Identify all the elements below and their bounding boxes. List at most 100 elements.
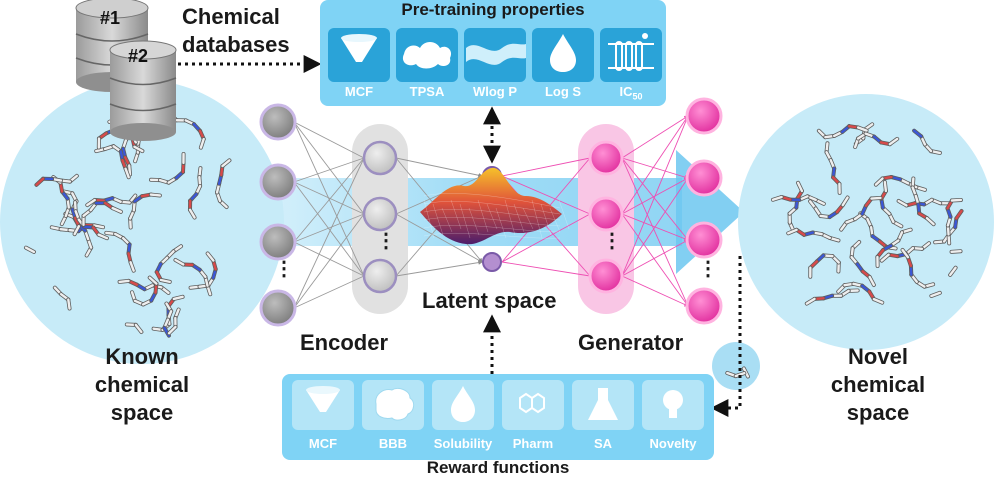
input-node: [259, 223, 297, 261]
wave-icon: [466, 43, 526, 65]
reward-tile-sa: [572, 380, 634, 430]
database-2-label: #2: [128, 46, 149, 66]
molecule-icon: [849, 240, 876, 287]
encoder-latent-edge: [395, 175, 483, 215]
pretraining-title: Pre-training properties: [401, 0, 585, 19]
database-1-label: #1: [100, 8, 121, 28]
brain-icon: [375, 387, 415, 421]
molecule-icon: [853, 131, 900, 149]
molecule-icon: [215, 158, 232, 210]
reward-label-bbb: BBB: [378, 436, 408, 451]
encoder-node: [362, 140, 398, 176]
molecule-icon: [824, 141, 842, 195]
droplet-icon: [550, 34, 576, 72]
output-node: [685, 97, 723, 135]
molecule-icon: [912, 128, 942, 155]
molecule-icon: [879, 241, 932, 263]
pretraining-tile-wlogp: [464, 28, 526, 82]
generator-label: Generator: [578, 330, 684, 355]
flask-icon: [588, 388, 618, 420]
generator-output-edge: [621, 177, 689, 277]
input-node: [259, 289, 297, 327]
molecule-icon: [816, 124, 869, 140]
molecule-icon: [52, 285, 72, 311]
encoder-latent-edge: [395, 213, 483, 263]
molecule-icon: [929, 290, 942, 298]
encoder-latent-edge: [395, 260, 483, 277]
molecule-icon: [945, 197, 963, 246]
known-space-line1: Known: [105, 344, 179, 369]
molecule-icon: [948, 265, 958, 277]
generator-output-edge: [621, 213, 689, 307]
molecule-icon: [879, 180, 904, 229]
molecule-icon: [836, 281, 885, 305]
reward-label-novelty: Novelty: [649, 436, 697, 451]
pretraining-panel: Pre-training properties: [320, 0, 666, 106]
molecule-icon: [130, 275, 159, 307]
molecule-icon: [770, 194, 826, 206]
chemical-databases-label-line2: databases: [182, 32, 290, 57]
molecule-icon: [124, 322, 144, 334]
encoder-edge: [293, 213, 365, 243]
molecule-icon: [173, 258, 213, 297]
output-node: [685, 287, 723, 325]
encoder-edge: [293, 157, 365, 309]
pretraining-label-wlogp: Wlog P: [472, 84, 518, 99]
encoder-node: [362, 258, 398, 294]
generator-output-edge: [621, 275, 689, 307]
latent-space-label: Latent space: [422, 288, 557, 313]
encoder-ellipsis: ⋮: [376, 230, 396, 252]
reward-tile-pharm: [502, 380, 564, 430]
molecule-icon: [128, 192, 162, 230]
generator-output-edge: [621, 115, 689, 277]
known-space-line3: space: [110, 400, 174, 425]
droplet-icon: [451, 386, 475, 422]
reward-tile-novelty: [642, 380, 704, 430]
input-layer-ellipsis: ⋮: [274, 258, 294, 280]
latent-generator-edge: [501, 261, 591, 277]
generator-output-edge: [621, 239, 689, 277]
encoder-edge: [293, 121, 365, 215]
reward-tile-mcf: [292, 380, 354, 430]
latent-generator-edge: [501, 213, 591, 263]
molecule-icon: [167, 307, 181, 336]
novel-space-line1: Novel: [848, 344, 908, 369]
molecule-icon: [23, 245, 36, 254]
encoder-edge: [293, 157, 365, 243]
sampled-molecule-circle: [712, 342, 760, 390]
molecule-icon: [808, 195, 850, 220]
molecule-icon: [910, 176, 936, 227]
reward-label-pharm: Pharm: [512, 436, 554, 451]
molecule-icon: [148, 151, 186, 185]
molecule-icon: [85, 193, 138, 208]
generator-output-edge: [621, 157, 689, 241]
output-node: [685, 221, 723, 259]
pretraining-tile-ic50: [600, 28, 662, 82]
generator-output-edge: [621, 157, 689, 307]
encoder-label: Encoder: [300, 330, 389, 355]
encoder-edge: [293, 121, 365, 277]
encoder-edge: [293, 241, 365, 277]
encoder-edge: [293, 121, 365, 159]
encoder-edge: [293, 181, 365, 277]
reward-label-solubility: Solubility: [433, 436, 493, 451]
molecule-icon: [808, 253, 841, 279]
molecule-icon: [154, 244, 184, 284]
generator-output-edge: [621, 115, 689, 159]
input-node: [259, 163, 297, 201]
latent-generator-edge: [501, 175, 591, 215]
encoder-edge: [293, 213, 365, 309]
molecule-icon: [875, 227, 913, 269]
reward-tile-solubility: [432, 380, 494, 430]
molecule-icon: [786, 227, 841, 243]
molecule-icon: [839, 195, 883, 232]
funnel-icon: [306, 386, 340, 412]
reward-panel: MCF BBB Solubility Pharm SA Novelty: [282, 374, 714, 460]
chemical-databases-label-line1: Chemical: [182, 4, 280, 29]
generator-node: [588, 258, 624, 294]
latent-node: [482, 252, 502, 272]
pretraining-label-ic50: IC50: [619, 84, 643, 102]
cloud-surface-icon: [402, 42, 452, 69]
